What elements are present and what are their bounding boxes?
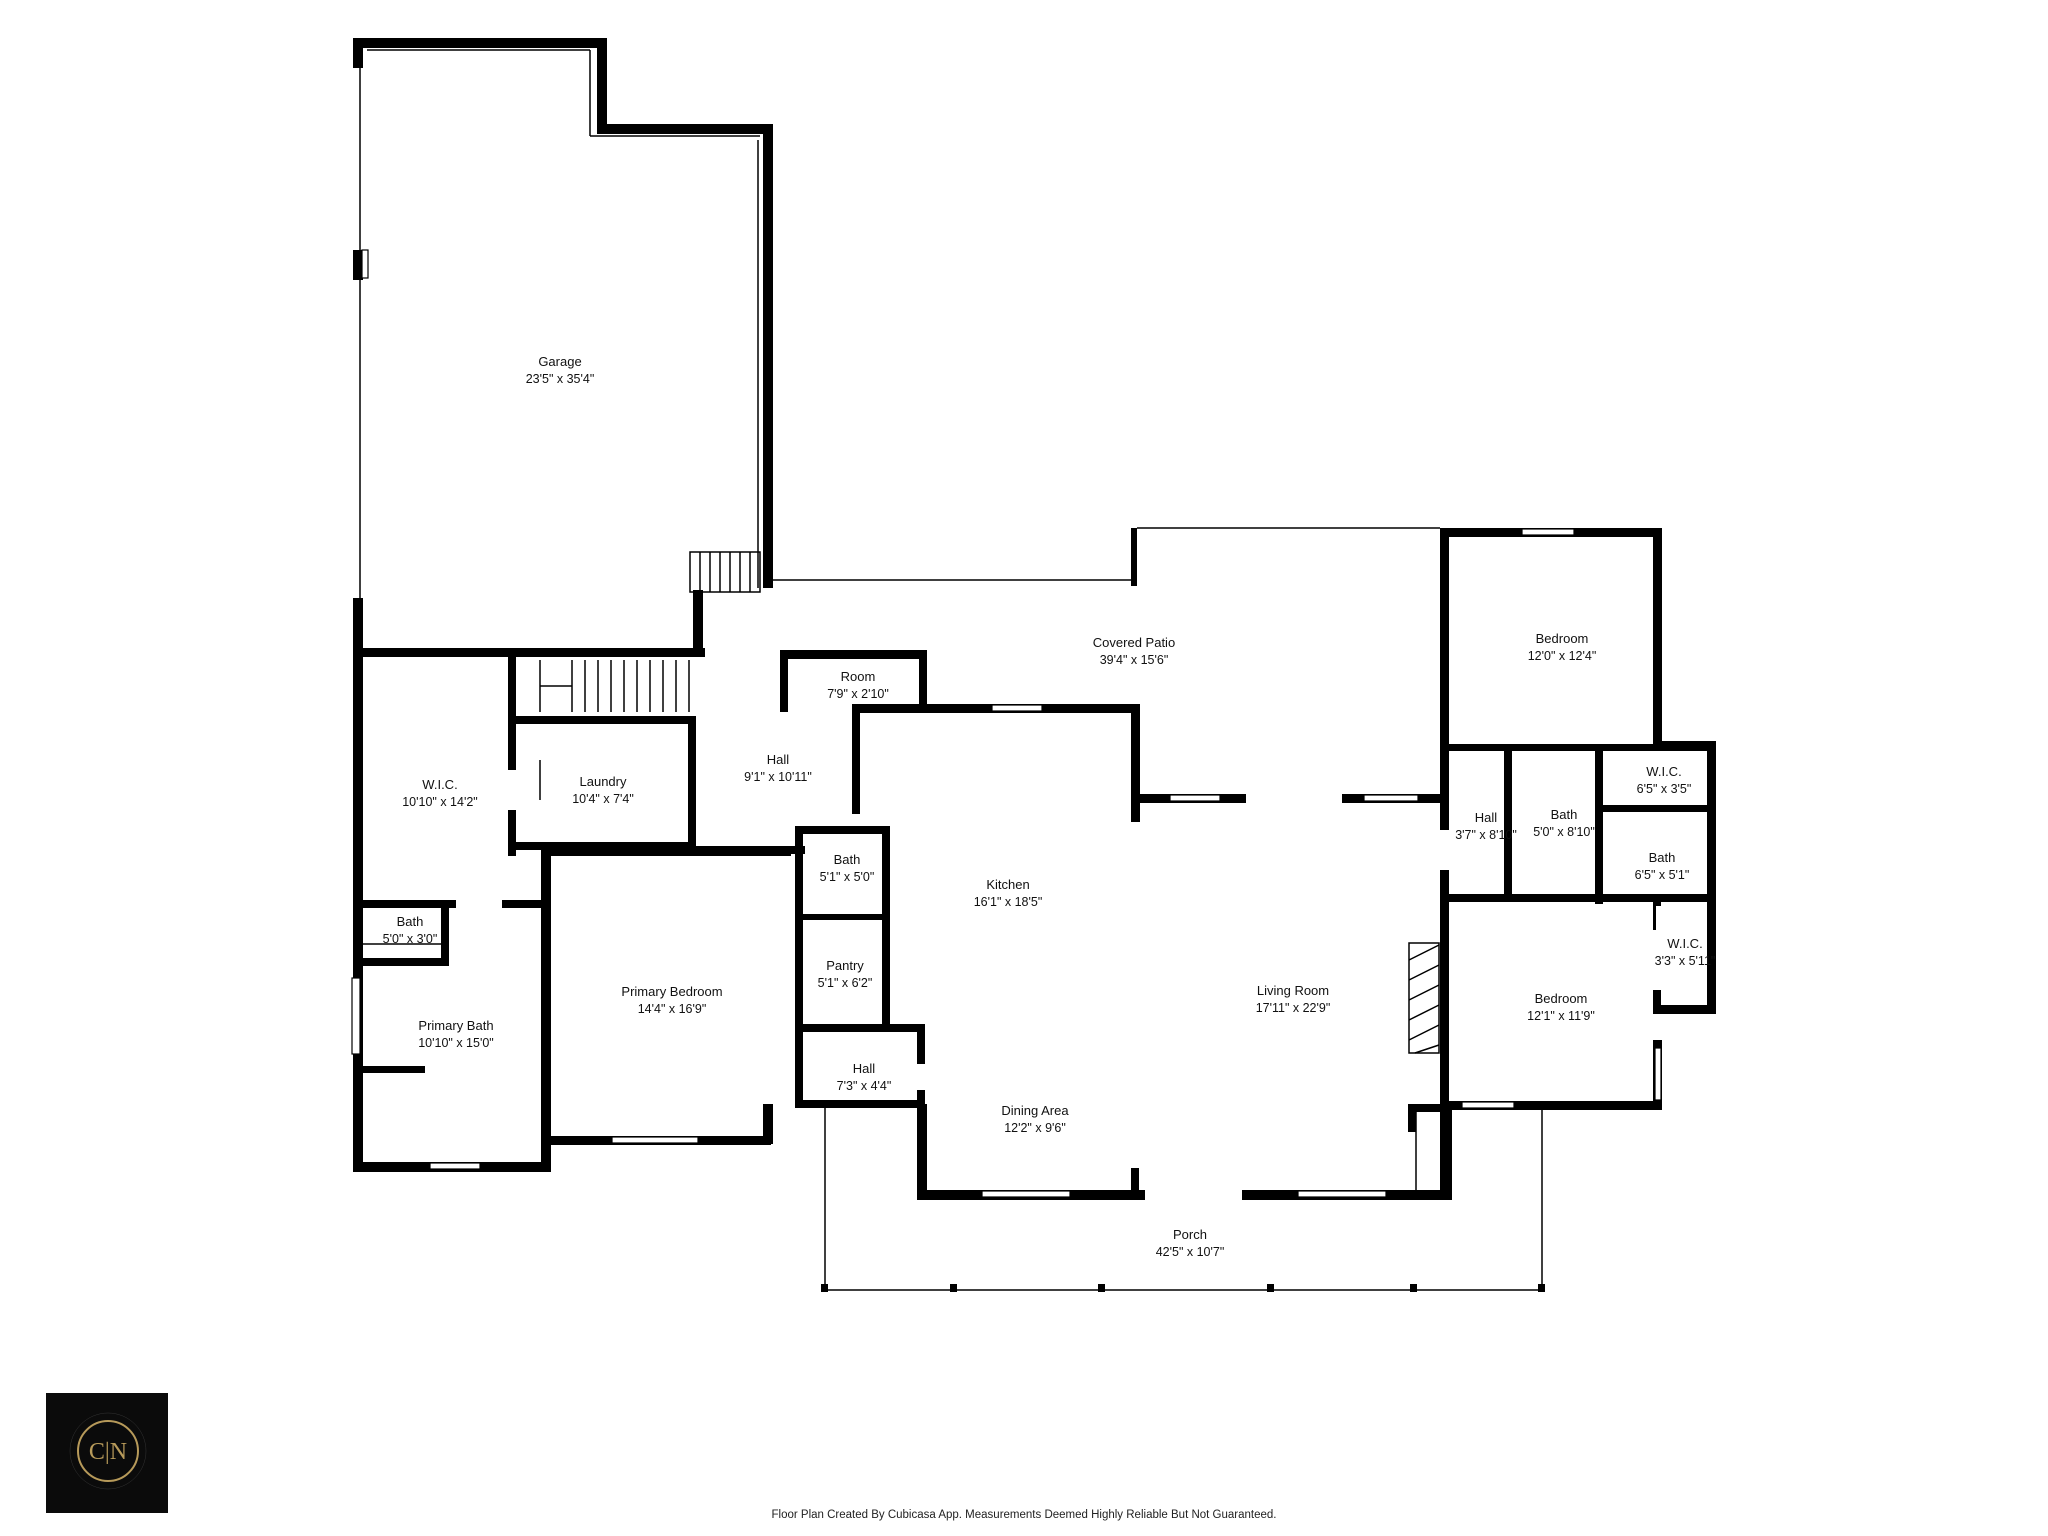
room-dimensions-bedroom: 12'1" x 11'9" [1527,1009,1595,1023]
east-wing-details [1439,528,1664,1109]
room-name-bath: Bath [1649,850,1676,865]
room-dimensions-room: 7'9" x 2'10" [827,687,889,701]
west-wing-details [351,760,699,1170]
room-name-laundry: Laundry [580,774,627,789]
room-name-bedroom: Bedroom [1535,991,1588,1006]
room-name-hall: Hall [1475,810,1498,825]
room-name-garage: Garage [538,354,581,369]
room-dimensions-bedroom: 12'0" x 12'4" [1528,649,1597,663]
room-name-primary-bedroom: Primary Bedroom [621,984,722,999]
room-dimensions-laundry: 10'4" x 7'4" [572,792,634,806]
room-name-bath: Bath [397,914,424,929]
room-dimensions-covered-patio: 39'4" x 15'6" [1100,653,1169,667]
room-dimensions-w-i-c: 3'3" x 5'11" [1655,954,1716,968]
room-name-w-i-c: W.I.C. [1667,936,1702,951]
room-name-porch: Porch [1173,1227,1207,1242]
room-dimensions-bath: 6'5" x 5'1" [1635,868,1690,882]
room-name-w-i-c: W.I.C. [422,777,457,792]
room-name-bedroom: Bedroom [1536,631,1589,646]
room-name-w-i-c: W.I.C. [1646,764,1681,779]
footer-note: Floor Plan Created By Cubicasa App. Meas… [771,1509,1277,1521]
room-dimensions-garage: 23'5" x 35'4" [526,372,595,386]
room-name-hall: Hall [767,752,790,767]
garage-steps [689,551,761,593]
room-dimensions-hall: 3'7" x 8'10" [1455,828,1517,842]
main-body-walls [917,794,1452,1200]
room-name-covered-patio: Covered Patio [1093,635,1175,650]
room-name-room: Room [841,669,876,684]
room-dimensions-porch: 42'5" x 10'7" [1156,1245,1225,1259]
room-name-bath: Bath [834,852,861,867]
room-name-bath: Bath [1551,807,1578,822]
room-dimensions-dining-area: 12'2" x 9'6" [1004,1121,1066,1135]
covered-patio-outline [773,527,1440,586]
room-name-living-room: Living Room [1257,983,1329,998]
room-dimensions-hall: 9'1" x 10'11" [744,770,812,784]
room-dimensions-pantry: 5'1" x 6'2" [818,976,873,990]
room-dimensions-bath: 5'0" x 3'0" [383,932,438,946]
room-labels: Garage 23'5" x 35'4" Covered Patio 39'4" x … [383,354,1716,1259]
central-walls [695,650,1246,1112]
room-dimensions-primary-bedroom: 14'4" x 16'9" [638,1002,707,1016]
logo-initials: C|N [89,1439,127,1465]
room-dimensions-w-i-c: 10'10" x 14'2" [402,795,478,809]
room-name-kitchen: Kitchen [986,877,1029,892]
room-dimensions-bath: 5'0" x 8'10" [1533,825,1595,839]
room-dimensions-bath: 5'1" x 5'0" [820,870,875,884]
central-details [991,704,1342,804]
fireplace [1408,942,1440,1054]
room-name-dining-area: Dining Area [1001,1103,1069,1118]
laundry-stairs [539,660,690,712]
room-dimensions-living-room: 17'11" x 22'9" [1256,1001,1331,1015]
room-name-hall: Hall [853,1061,876,1076]
room-dimensions-w-i-c: 6'5" x 3'5" [1637,782,1692,796]
logo: C|N [46,1393,168,1513]
room-name-primary-bath: Primary Bath [418,1018,493,1033]
west-wing-walls [353,648,791,1172]
garage-walls [353,38,773,658]
porch-outline [821,1106,1545,1292]
garage-thin-lines [359,49,760,598]
room-name-pantry: Pantry [826,958,864,973]
room-dimensions-primary-bath: 10'10" x 15'0" [418,1036,494,1050]
main-body-details [981,794,1419,1198]
room-dimensions-kitchen: 16'1" x 18'5" [974,895,1043,909]
room-dimensions-hall: 7'3" x 4'4" [837,1079,892,1093]
